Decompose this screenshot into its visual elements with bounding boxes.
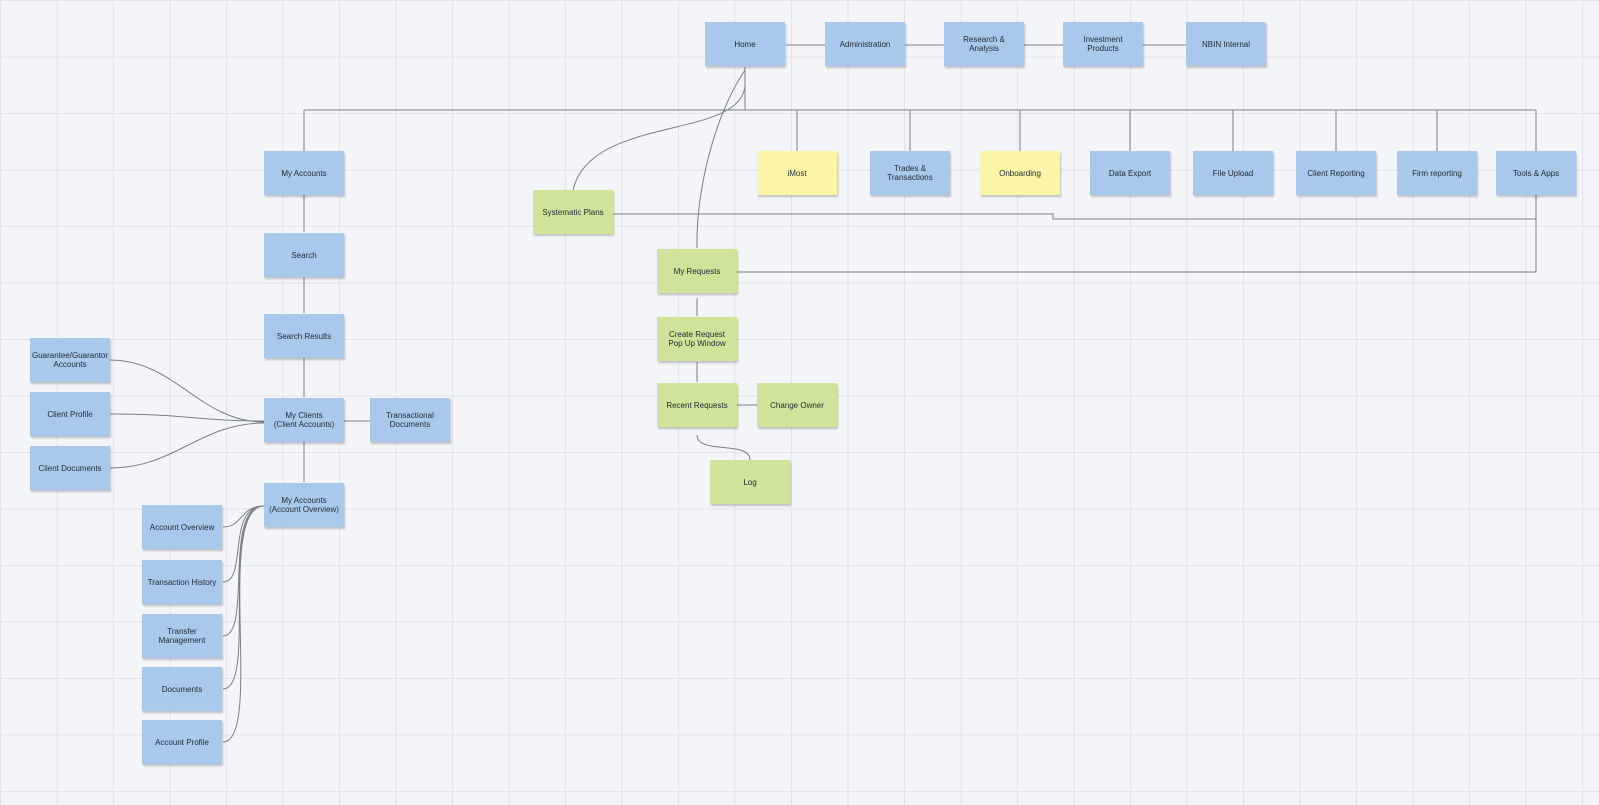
note-my-accounts-overview[interactable]: My Accounts (Account Overview) <box>264 483 344 527</box>
note-documents[interactable]: Documents <box>142 667 222 711</box>
note-home[interactable]: Home <box>705 22 785 66</box>
connector-tools-my-requests <box>737 195 1537 273</box>
note-create-request[interactable]: Create Request Pop Up Window <box>657 317 737 361</box>
note-administration[interactable]: Administration <box>825 22 905 66</box>
note-systematic-plans[interactable]: Systematic Plans <box>533 190 613 234</box>
note-my-clients[interactable]: My Clients (Client Accounts) <box>264 398 344 442</box>
note-account-profile[interactable]: Account Profile <box>142 720 222 764</box>
note-transfer-management[interactable]: Transfer Management <box>142 614 222 658</box>
note-onboarding[interactable]: Onboarding <box>980 151 1060 195</box>
note-client-documents[interactable]: Client Documents <box>30 446 110 490</box>
connector-recent-log <box>696 434 751 461</box>
note-imost[interactable]: iMost <box>757 151 837 195</box>
note-transactional-documents[interactable]: Transactional Documents <box>370 398 450 442</box>
connector-account-profile <box>222 505 265 743</box>
connector-transaction-history <box>222 505 265 583</box>
note-tools-apps[interactable]: Tools & Apps <box>1496 151 1576 195</box>
note-trades-transactions[interactable]: Trades & Transactions <box>870 151 950 195</box>
note-log[interactable]: Log <box>710 460 790 504</box>
connector-systematic-tools <box>613 213 1536 220</box>
connector-documents <box>222 505 265 690</box>
note-client-profile[interactable]: Client Profile <box>30 392 110 436</box>
note-investment-products[interactable]: Investment Products <box>1063 22 1143 66</box>
note-research-analysis[interactable]: Research & Analysis <box>944 22 1024 66</box>
connector-transfer-management <box>222 505 265 637</box>
note-recent-requests[interactable]: Recent Requests <box>657 383 737 427</box>
note-firm-reporting[interactable]: Firm reporting <box>1397 151 1477 195</box>
connector-documents-my-clients <box>109 422 265 469</box>
note-data-export[interactable]: Data Export <box>1090 151 1170 195</box>
connector-home-systematic <box>572 85 746 191</box>
note-account-overview[interactable]: Account Overview <box>142 505 222 549</box>
note-search[interactable]: Search <box>264 233 344 277</box>
note-change-owner[interactable]: Change Owner <box>757 383 837 427</box>
connector-home-my-requests <box>696 69 746 249</box>
note-my-requests[interactable]: My Requests <box>657 249 737 293</box>
note-nbin-internal[interactable]: NBIN Internal <box>1186 22 1266 66</box>
note-guarantee-accounts[interactable]: Guarantee/Guarantor Accounts <box>30 338 110 382</box>
connector-account-overview <box>222 505 265 528</box>
note-my-accounts[interactable]: My Accounts <box>264 151 344 195</box>
note-search-results[interactable]: Search Results <box>264 314 344 358</box>
note-transaction-history[interactable]: Transaction History <box>142 560 222 604</box>
connector-guarantee-my-clients <box>109 359 265 423</box>
note-client-reporting[interactable]: Client Reporting <box>1296 151 1376 195</box>
note-file-upload[interactable]: File Upload <box>1193 151 1273 195</box>
connector-profile-my-clients <box>109 413 265 422</box>
